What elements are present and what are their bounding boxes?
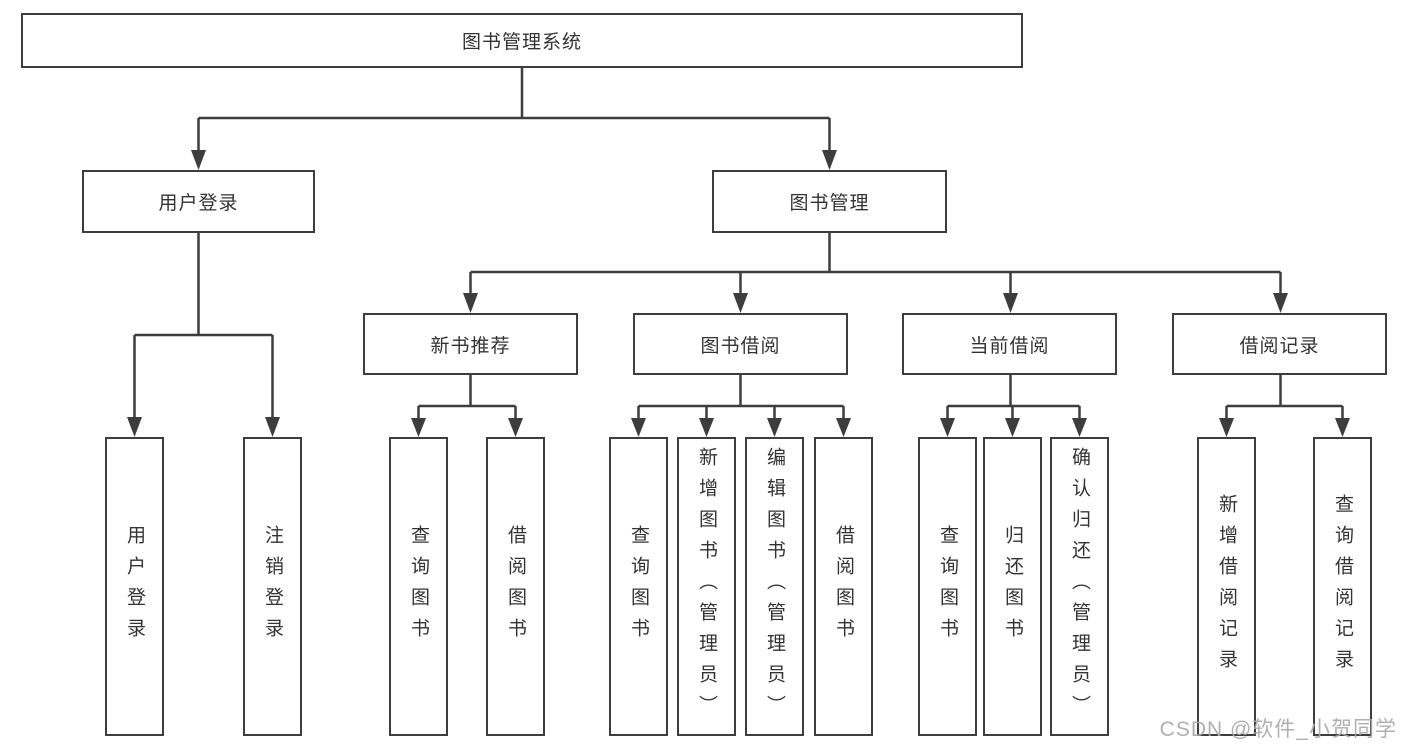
leaf-add-borrow-record-label: 新增借阅记录 — [1216, 493, 1237, 680]
node-new-book-rec: 新书推荐 — [363, 313, 578, 375]
leaf-user-login: 用户登录 — [105, 437, 164, 736]
node-root-label: 图书管理系统 — [461, 32, 582, 53]
connector-root-to-level2 — [191, 68, 837, 170]
connector-borrow-record-to-leaves — [1219, 375, 1350, 437]
leaf-edit-book-label: 编辑图书（管理员） — [764, 447, 785, 726]
leaf-query-book-borrow: 查询图书 — [609, 437, 668, 736]
leaf-query-book-borrow-label: 查询图书 — [628, 524, 649, 649]
leaf-add-borrow-record: 新增借阅记录 — [1197, 437, 1256, 736]
node-book-borrow-label: 图书借阅 — [700, 335, 781, 357]
leaf-return-book-label: 归还图书 — [1002, 524, 1023, 649]
leaf-query-book-rec: 查询图书 — [389, 437, 448, 736]
node-book-mgmt: 图书管理 — [712, 170, 947, 233]
node-borrow-record-label: 借阅记录 — [1239, 335, 1320, 357]
leaf-query-book-current-label: 查询图书 — [937, 524, 958, 649]
leaf-query-book-current: 查询图书 — [918, 437, 977, 736]
leaf-query-borrow-record: 查询借阅记录 — [1313, 437, 1372, 736]
node-borrow-record: 借阅记录 — [1172, 313, 1387, 375]
csdn-watermark: CSDN @软件_小贺同学 — [1159, 718, 1397, 741]
leaf-confirm-return: 确认归还（管理员） — [1050, 437, 1109, 736]
leaf-add-book: 新增图书（管理员） — [677, 437, 736, 736]
leaf-borrow-book: 借阅图书 — [814, 437, 873, 736]
node-current-borrow: 当前借阅 — [902, 313, 1117, 375]
connector-book-mgmt-to-level3 — [463, 233, 1288, 313]
leaf-query-book-rec-label: 查询图书 — [408, 524, 429, 649]
leaf-return-book: 归还图书 — [983, 437, 1042, 736]
connector-book-borrow-to-leaves — [631, 375, 851, 437]
node-current-borrow-label: 当前借阅 — [969, 335, 1050, 357]
leaf-user-login-label: 用户登录 — [124, 524, 145, 649]
node-user-login: 用户登录 — [82, 170, 315, 233]
leaf-add-book-label: 新增图书（管理员） — [696, 447, 717, 726]
node-book-mgmt-label: 图书管理 — [789, 193, 870, 214]
leaf-query-borrow-record-label: 查询借阅记录 — [1332, 493, 1353, 680]
connector-new-book-rec-to-leaves — [411, 375, 523, 437]
leaf-borrow-book-rec: 借阅图书 — [486, 437, 545, 736]
leaf-borrow-book-rec-label: 借阅图书 — [505, 524, 526, 649]
connector-current-borrow-to-leaves — [940, 375, 1087, 437]
leaf-edit-book: 编辑图书（管理员） — [745, 437, 804, 736]
node-new-book-rec-label: 新书推荐 — [430, 335, 511, 357]
node-book-borrow: 图书借阅 — [633, 313, 848, 375]
leaf-logout-login: 注销登录 — [243, 437, 302, 736]
leaf-confirm-return-label: 确认归还（管理员） — [1069, 447, 1090, 726]
leaf-borrow-book-label: 借阅图书 — [833, 524, 854, 649]
leaf-logout-login-label: 注销登录 — [262, 524, 283, 649]
node-user-login-label: 用户登录 — [158, 193, 239, 214]
connector-user-login-to-leaves — [127, 233, 280, 437]
node-root: 图书管理系统 — [21, 13, 1023, 68]
